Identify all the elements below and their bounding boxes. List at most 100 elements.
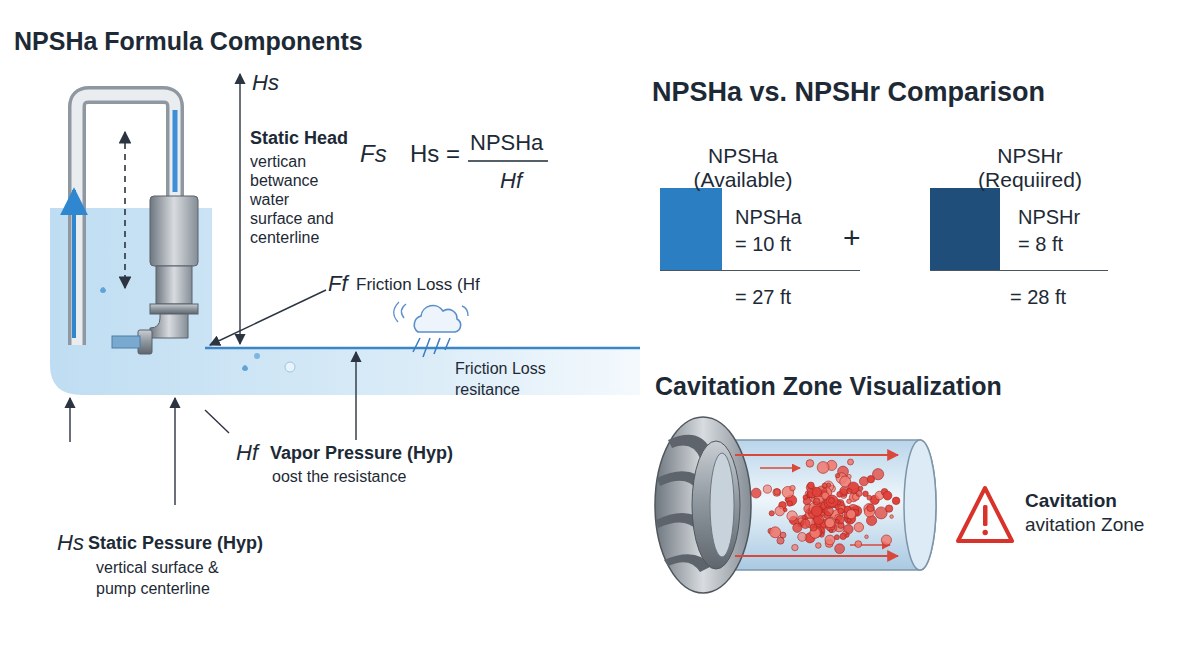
cavitation-bubble — [811, 506, 822, 517]
baseline-rule — [660, 270, 860, 271]
cavitation-bubble — [885, 505, 892, 512]
water-tank — [50, 208, 640, 395]
flow-arrow — [735, 555, 898, 557]
leader-line — [355, 352, 356, 440]
pump-flange — [150, 304, 198, 314]
comparison-block: NPSHr (Requiired)NPSHr = 8 ft= 28 ft — [925, 140, 1125, 310]
leader-line — [210, 290, 326, 345]
description-note: vertican betwance water surface and cent… — [250, 152, 340, 247]
cavitation-bubble — [825, 518, 835, 528]
cavitation-bubble — [806, 460, 814, 468]
swoosh — [394, 302, 399, 322]
cavitation-bubble — [848, 459, 854, 465]
leader-line — [174, 398, 175, 505]
value-bar — [660, 188, 722, 270]
rain-line — [423, 338, 430, 357]
rain-line — [445, 338, 450, 350]
exclamation-dot — [983, 530, 988, 535]
warning-triangle — [958, 488, 1012, 541]
cavitation-bubble — [773, 489, 781, 497]
cavitation-bubble — [883, 491, 892, 500]
part-name: Static Head — [250, 128, 348, 150]
cavitation-bubble — [787, 501, 792, 506]
value-bar — [930, 188, 1000, 270]
result-text: = 28 ft — [1010, 285, 1066, 309]
cloud-icon — [414, 305, 460, 332]
cavitation-bubble — [847, 489, 852, 494]
cavitation-bubble — [835, 474, 839, 478]
friction-cloud — [394, 302, 468, 357]
comparison-block: NPSHa (Available)NPSHa = 10 ft= 27 ft — [655, 140, 870, 310]
cavitation-bubble — [855, 541, 862, 548]
cavitation-bubble — [816, 543, 822, 549]
cavitation-bubble — [792, 544, 798, 550]
cavitation-bubble — [774, 489, 780, 495]
swoosh — [462, 306, 468, 316]
part-name: Vapor Pressure (Hyp) — [270, 443, 453, 465]
static-head-dimension — [239, 74, 240, 344]
cavitation-bubble — [829, 498, 835, 504]
flow-line — [173, 110, 178, 192]
pump-motor — [150, 196, 198, 266]
flow-arrow — [760, 467, 800, 469]
description-note: oost the resistance — [272, 467, 406, 486]
cavitation-bubble — [783, 508, 787, 512]
symbol-label: Hs — [252, 70, 279, 96]
water-surface — [205, 347, 640, 350]
pump-body — [156, 266, 192, 304]
formula-term: Hs = — [410, 140, 460, 169]
part-name: Static Pessure (Hyp) — [88, 533, 263, 555]
baseline-rule — [930, 270, 1108, 271]
cavitation-bubble — [892, 497, 900, 505]
pump-piping — [74, 95, 198, 354]
water-body — [50, 208, 640, 395]
cavitation-bubble — [835, 544, 845, 554]
cavitation-bubble — [787, 511, 797, 521]
cavitation-bubble — [798, 533, 807, 542]
value-text: NPSHa = 10 ft — [735, 204, 810, 258]
value-text: NPSHr = 8 ft — [1018, 204, 1090, 258]
cavitation-bubble — [867, 504, 874, 511]
description-note: vertical surface & pump centerline — [96, 557, 246, 599]
cavitation-bubble — [763, 485, 771, 493]
cavitation-bubble — [826, 517, 836, 527]
symbol-label: Hs — [57, 530, 84, 556]
pipe-end — [904, 440, 936, 570]
cavitation-bubble — [881, 535, 891, 545]
cavitation-bubble — [817, 462, 829, 474]
rain-line — [413, 338, 420, 352]
column-heading: NPSHa (Available) — [673, 144, 813, 192]
operator-sign: + — [843, 220, 861, 256]
leader-line — [205, 410, 229, 433]
cavitation-bubble — [835, 519, 839, 523]
description-note: Friction Loss resitance — [455, 358, 555, 400]
diagram-title: NPSHa Formula Components — [14, 26, 363, 56]
exclamation-bar — [983, 505, 988, 526]
part-name: Friction Loss (Hf — [356, 275, 480, 295]
cavitation-bubble — [812, 487, 821, 496]
formula-symbol: Fs — [360, 140, 387, 169]
cavitation-bubble — [808, 482, 815, 489]
section-heading: Cavitation Zone Visualization — [655, 371, 1002, 401]
impeller — [655, 417, 751, 593]
cavitation-bubble — [865, 535, 869, 539]
cavitation-bubble — [810, 524, 817, 531]
cavitation-bubble — [813, 498, 820, 505]
cavitation-bubble — [836, 516, 844, 524]
cavitation-bubble — [770, 527, 781, 538]
water-drop — [254, 353, 260, 359]
symbol-label: Hf — [236, 440, 258, 466]
water-drop — [242, 365, 248, 371]
suction-pipe — [112, 336, 140, 348]
cavitation-bubble — [848, 482, 859, 493]
cavitation-bubble — [829, 529, 833, 533]
leader-lines — [70, 74, 548, 505]
cavitation-bubble — [867, 476, 874, 483]
impeller-hub — [692, 441, 740, 569]
cavitation-bubble — [790, 485, 795, 490]
flow-arrow — [735, 454, 898, 456]
cavitation-bubble — [826, 495, 838, 507]
cavitation-bubble — [825, 535, 835, 545]
cavitation-bubble — [840, 533, 846, 539]
